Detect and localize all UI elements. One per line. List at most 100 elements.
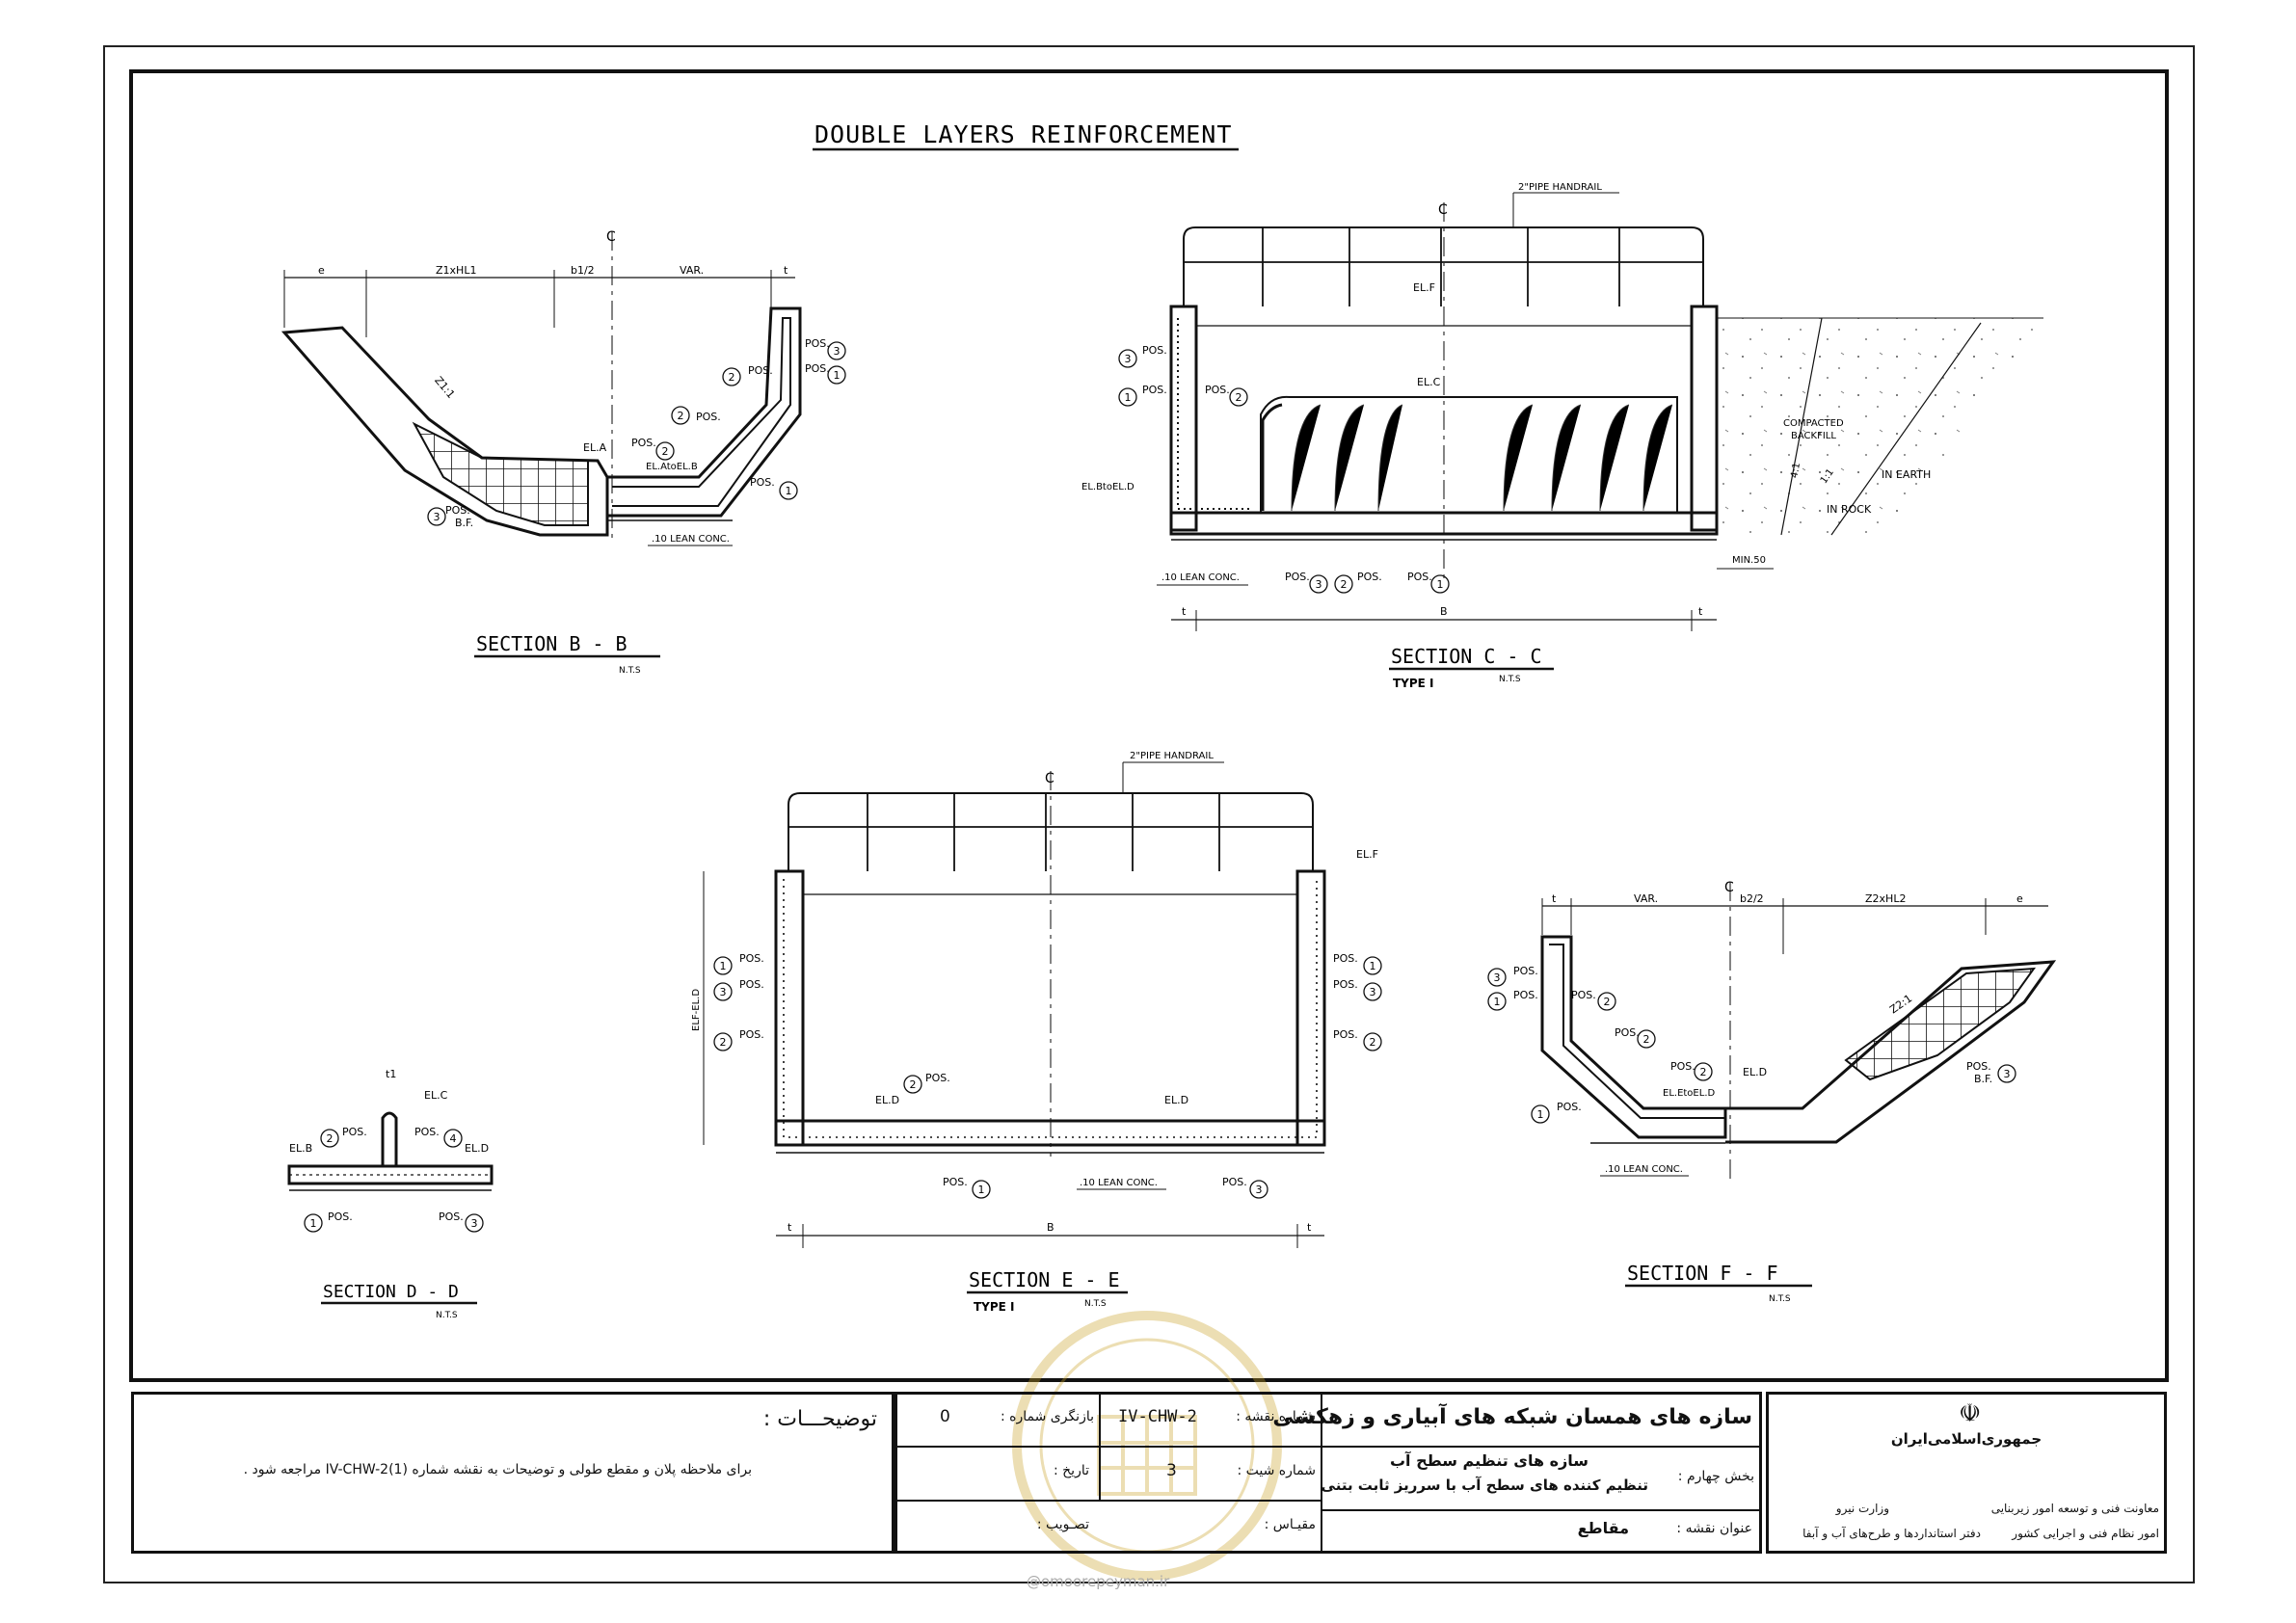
pos-num-bb-7: 3: [434, 511, 441, 523]
dim-t-cc-left: t: [1182, 605, 1187, 618]
pos-num-bb-1: 2: [662, 445, 669, 458]
pos-label-cc-2: POS.: [1142, 384, 1167, 396]
scale-label: مقیـاس :: [1264, 1517, 1316, 1532]
pos-label-cc-6: POS.: [1407, 571, 1432, 583]
pos-label-bb-6: POS.: [805, 362, 830, 375]
pos-label-ff-6: POS.: [1557, 1101, 1582, 1113]
section-bb-scale: N.T.S: [619, 666, 641, 676]
el-b-to-d-label: EL.BtoEL.D: [1081, 482, 1135, 492]
sheet-no-label: شماره شیت :: [1237, 1463, 1316, 1478]
section-ee-drawing: C 2"PIPE HANDRAIL ELF-EL.D EL.F EL.D EL.…: [691, 751, 1382, 1314]
pos-label-ff-5: POS.: [1670, 1060, 1695, 1073]
pos-num-ee-7: 2: [910, 1078, 917, 1091]
dim-t-ee-right: t: [1307, 1221, 1312, 1234]
pos-num-ee-9: 3: [1256, 1184, 1263, 1196]
pos-label-ee-2: POS.: [739, 978, 764, 991]
pos-num-ee-3: 2: [720, 1036, 727, 1049]
project-title: سازه های همسان شبکه های آبیاری و زهکشی: [1272, 1405, 1752, 1429]
drawing-no: IV-CHW-2: [1118, 1407, 1197, 1426]
pos-label-bb-2: POS.: [696, 411, 721, 423]
outer-border: [103, 45, 2195, 1583]
lean-conc-ee: .10 LEAN CONC.: [1080, 1178, 1158, 1188]
bf-label-bb: B.F.: [455, 517, 473, 529]
notes-body: برای ملاحظه پلان و مقطع طولی و توضیحات ب…: [243, 1462, 752, 1477]
pos-label-ee-5: POS.: [1333, 978, 1358, 991]
watermark-url: @omoorepeyman.ir: [1027, 1573, 1170, 1590]
pos-num-cc-2: 1: [1125, 391, 1132, 404]
compacted-label: COMPACTED: [1783, 418, 1844, 429]
dim-t-ee-left: t: [788, 1221, 792, 1234]
section-ee-scale: N.T.S: [1084, 1299, 1107, 1309]
pos-label-ee-1: POS.: [739, 952, 764, 965]
pos-num-ff-7: 3: [2004, 1068, 2011, 1080]
country-name: جمهوری‌اسلامی‌ایران: [1890, 1430, 2042, 1448]
section-cc-scale: N.T.S: [1499, 675, 1521, 684]
org-box: [1766, 1392, 2167, 1554]
section-dd-title: SECTION D - D: [323, 1282, 459, 1302]
pos-label-bb-4: POS.: [748, 364, 773, 377]
drawing-no-label: شماره نقشه :: [1236, 1409, 1316, 1424]
el-d-label-ee-2: EL.D: [1164, 1094, 1188, 1106]
in-earth-label: IN EARTH: [1882, 468, 1931, 481]
centerline-label-ff: C: [1724, 880, 1734, 895]
pos-label-cc-4: POS.: [1285, 571, 1310, 583]
pos-label-cc-5: POS.: [1357, 571, 1382, 583]
section-ee-type: TYPE I: [974, 1300, 1015, 1314]
grid-line: [1321, 1509, 1762, 1511]
pos-num-cc-6: 1: [1437, 578, 1444, 591]
pos-label-ff-2: POS.: [1513, 989, 1538, 1001]
project-box: [894, 1392, 1762, 1554]
bf-label-ff: B.F.: [1974, 1073, 1992, 1085]
lean-conc-cc: .10 LEAN CONC.: [1161, 572, 1240, 583]
grid-line: [1099, 1392, 1101, 1500]
in-rock-label: IN ROCK: [1827, 503, 1872, 516]
dim-b2-2: b2/2: [1740, 892, 1764, 905]
pos-num-cc-3: 2: [1236, 391, 1242, 404]
handrail-label-cc: 2"PIPE HANDRAIL: [1518, 182, 1602, 193]
dim-z2hl2: Z2xHL2: [1865, 892, 1906, 905]
section-bb-title: SECTION B - B: [476, 632, 627, 655]
section-bb-drawing: C e Z1xHL1 b1/2 VAR. t Z1:1 EL.A EL.AtoE…: [280, 229, 846, 676]
pos-label-dd-2: POS.: [414, 1126, 440, 1138]
pos-num-bb-3: 1: [786, 485, 792, 497]
pos-num-ff-2: 1: [1494, 996, 1501, 1008]
org-line1: معاونت فنی و توسعه امور زیربنایی: [1990, 1502, 2159, 1515]
pos-label-ff-4: POS.: [1615, 1026, 1640, 1039]
pos-num-dd-1: 2: [327, 1132, 334, 1145]
pos-num-ff-5: 2: [1700, 1066, 1707, 1078]
pos-label-ff-7: POS.: [1966, 1060, 1991, 1073]
pos-num-bb-2: 2: [678, 410, 684, 422]
section-cc-type: TYPE I: [1393, 677, 1434, 690]
pos-num-ee-5: 3: [1370, 986, 1376, 998]
emblem-icon: ☫: [1959, 1399, 1982, 1428]
pos-label-ee-9: POS.: [1222, 1176, 1247, 1188]
lean-conc-bb: .10 LEAN CONC.: [652, 534, 730, 545]
grid-line: [894, 1500, 1321, 1502]
pos-num-dd-2: 4: [450, 1132, 457, 1145]
pos-label-ee-4: POS.: [1333, 952, 1358, 965]
section-dd-scale: N.T.S: [436, 1311, 458, 1320]
part-label: بخش چهارم :: [1677, 1469, 1754, 1484]
pos-label-ee-8: POS.: [943, 1176, 968, 1188]
pos-num-dd-4: 3: [471, 1217, 478, 1230]
pos-num-ee-8: 1: [978, 1184, 985, 1196]
pos-label-ee-6: POS.: [1333, 1028, 1358, 1041]
notes-box: [131, 1392, 894, 1554]
el-d-label-ff: EL.D: [1743, 1066, 1767, 1078]
dim-e-bb: e: [318, 264, 325, 277]
dim-b-cc: B: [1440, 605, 1448, 618]
org-line3: امور نظام فنی و اجرایی کشور: [2012, 1527, 2159, 1540]
pos-num-bb-5: 3: [834, 345, 841, 358]
pos-label-dd-3: POS.: [328, 1211, 353, 1223]
notes-heading: توضیحـــات :: [762, 1407, 877, 1431]
pos-num-dd-3: 1: [310, 1217, 317, 1230]
date-label: تاریخ :: [1053, 1463, 1089, 1478]
el-c-label-cc: EL.C: [1417, 376, 1441, 388]
dim-z1hl1: Z1xHL1: [436, 264, 476, 277]
pos-num-cc-4: 3: [1316, 578, 1322, 591]
pos-num-ff-4: 2: [1643, 1033, 1650, 1046]
pos-num-bb-4: 2: [729, 371, 735, 384]
dim-var-bb: VAR.: [680, 264, 704, 277]
pos-num-ff-6: 1: [1537, 1108, 1544, 1121]
pos-num-cc-1: 3: [1125, 353, 1132, 365]
